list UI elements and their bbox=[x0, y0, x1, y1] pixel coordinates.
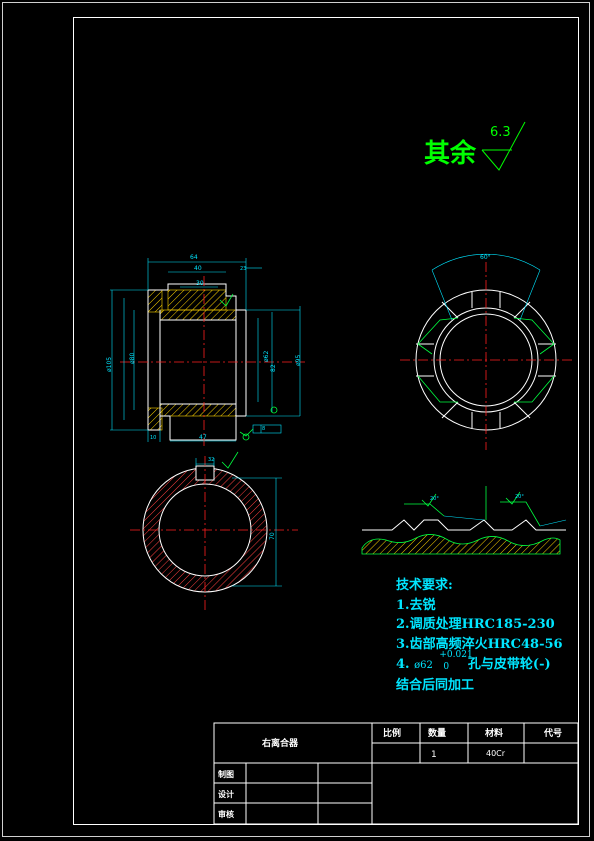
tech-item-4-num: 4. bbox=[396, 657, 410, 672]
dim-30: 30 bbox=[196, 280, 204, 287]
tech-title: 技术要求: bbox=[396, 578, 453, 593]
part-name: 右离合器 bbox=[261, 737, 299, 749]
review-label: 审核 bbox=[218, 809, 234, 819]
title-block-text: 右离合器 比例 数量 材料 代号 1 40Cr 制图 设计 审核 bbox=[218, 727, 562, 819]
dim-95: ø95 bbox=[295, 355, 302, 366]
datum-label: 8 bbox=[262, 426, 265, 432]
material-value: 40Cr bbox=[486, 749, 506, 758]
tolerance: +0.021 0 bbox=[437, 650, 472, 672]
dim-10: 10 bbox=[150, 435, 156, 441]
roughness-value: 6.3 bbox=[490, 125, 511, 140]
dim-82: 82 bbox=[270, 364, 277, 372]
tech-item-4: 4. ø62 +0.021 0 孔与皮带轮(-) bbox=[396, 650, 563, 676]
design-label: 设计 bbox=[218, 789, 234, 799]
code-label: 代号 bbox=[543, 727, 562, 739]
roughness-prefix: 其余 bbox=[424, 138, 477, 169]
dim-105: ø105 bbox=[106, 357, 113, 372]
dim-62: ø62 bbox=[263, 351, 270, 362]
tech-item-2: 2.调质处理HRC185-230 bbox=[396, 617, 555, 632]
dim-47: 47 bbox=[199, 434, 207, 441]
qty-value: 1 bbox=[431, 750, 437, 760]
qty-label: 数量 bbox=[428, 727, 446, 739]
tolerance-upper: +0.021 bbox=[439, 650, 473, 660]
tolerance-lower: 0 bbox=[443, 662, 450, 672]
dim-40: 40 bbox=[194, 265, 202, 272]
tech-item-4-text: 孔与皮带轮(-) bbox=[467, 657, 551, 672]
drawn-label: 制图 bbox=[218, 769, 234, 779]
tooth-face-view: 60° bbox=[400, 253, 572, 450]
dim-23: 23 bbox=[240, 266, 246, 272]
dim-20-deg-b: 20° bbox=[515, 494, 524, 500]
dim-64: 64 bbox=[190, 254, 198, 261]
dim-60-deg: 60° bbox=[480, 254, 491, 261]
dim-20-deg: 20° bbox=[430, 496, 439, 502]
dim-70: 70 bbox=[269, 532, 276, 540]
tooth-profile-view: 20° 20° bbox=[361, 486, 567, 555]
tech-item-3: 3.齿部高频淬火HRC48-56 bbox=[396, 636, 563, 652]
tech-item-4-phi: ø62 bbox=[414, 660, 433, 671]
dim-80: ø80 bbox=[129, 353, 136, 364]
dim-32: 32 bbox=[208, 457, 214, 463]
ring-view: 70 32 bbox=[130, 451, 298, 612]
scale-label: 比例 bbox=[383, 727, 401, 739]
section-view: 64 40 30 47 10 ø105 ø80 ø62 82 ø95 8 23 bbox=[106, 254, 305, 446]
tech-item-4-cont: 结合后同加工 bbox=[396, 677, 475, 693]
title-block bbox=[213, 722, 579, 825]
technical-requirements: 技术要求: 1.去锐 2.调质处理HRC185-230 3.齿部高频淬火HRC4… bbox=[396, 576, 563, 695]
roughness-symbol: 其余 6.3 bbox=[424, 121, 526, 171]
material-label: 材料 bbox=[484, 727, 503, 739]
tech-item-1: 1.去锐 bbox=[396, 597, 436, 613]
